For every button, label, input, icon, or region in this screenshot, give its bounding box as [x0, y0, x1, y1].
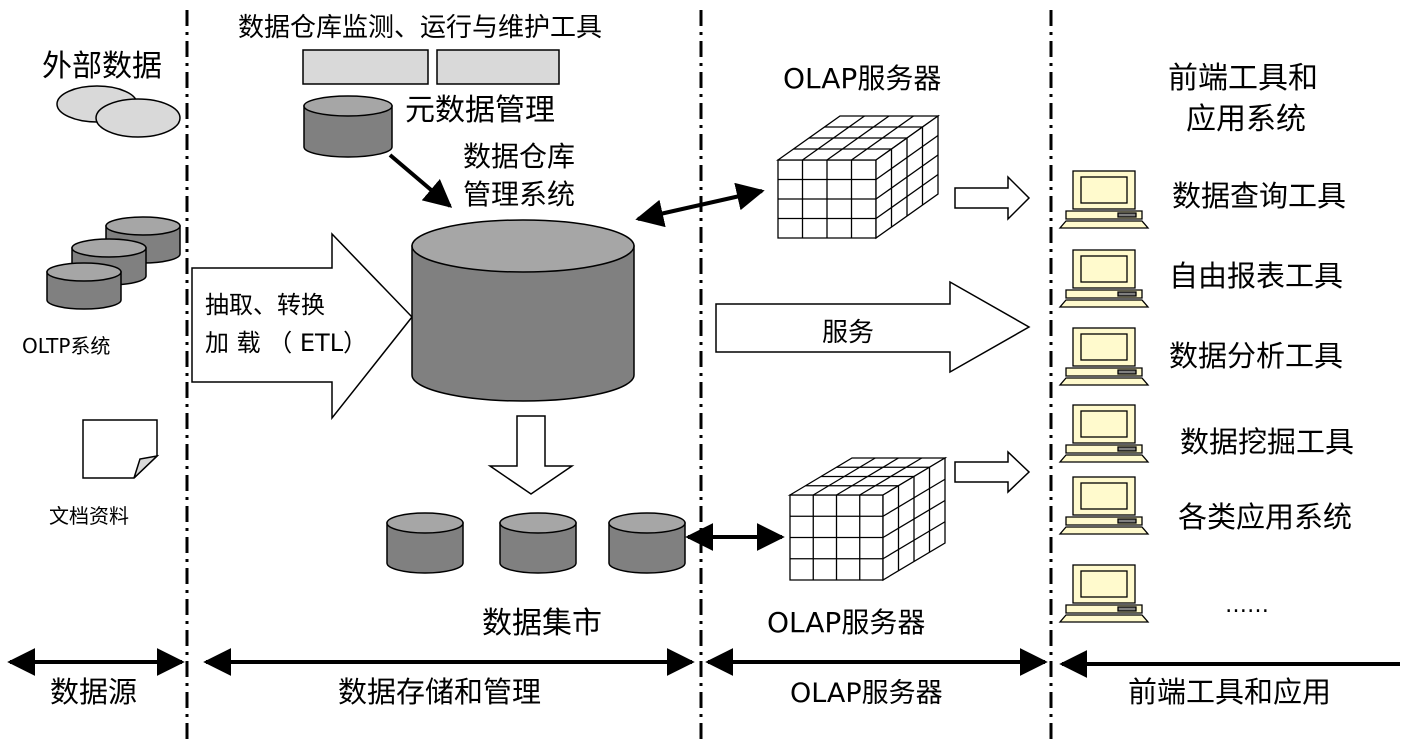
- etl-line2: 加 载 （ ETL）: [205, 329, 367, 357]
- olap-to-query-arrow-icon: [954, 175, 1031, 221]
- dw-to-mart-arrow-icon: [487, 415, 575, 495]
- service-arrow-icon: [715, 280, 1031, 374]
- metadata-to-dw-arrow: [388, 153, 453, 208]
- data-warehouse-cylinder-icon: [411, 219, 635, 402]
- tool-label-apps: 各类应用系统: [1178, 500, 1352, 534]
- olap-server-top-label: OLAP服务器: [783, 62, 941, 95]
- service-label: 服务: [822, 318, 874, 348]
- olap-cube-top-icon: [775, 114, 941, 240]
- monitor-bar-1: [302, 49, 429, 85]
- bottom-label-source: 数据源: [50, 675, 137, 709]
- bottom-label-storage: 数据存储和管理: [338, 675, 541, 709]
- computer-icons: [1058, 170, 1150, 623]
- computer-icon-more: [1058, 564, 1150, 623]
- etl-line1: 抽取、转换: [205, 291, 325, 319]
- monitor-bar-2: [436, 49, 560, 85]
- computer-icon-analysis: [1058, 327, 1150, 386]
- olap-server-bottom-label: OLAP服务器: [767, 606, 925, 639]
- data-mart-cylinders-icon: [386, 512, 686, 574]
- olap-cube-bottom-icon: [787, 456, 948, 582]
- metadata-cylinder-icon: [303, 95, 393, 158]
- dw-olap-top-arrow: [635, 182, 765, 228]
- data-mart-cylinder-1: [386, 512, 464, 574]
- frontend-title-line1: 前端工具和: [1168, 61, 1318, 96]
- monitor-tools-label: 数据仓库监测、运行与维护工具: [238, 13, 602, 43]
- olap-to-mining-arrow-icon: [954, 450, 1031, 494]
- dw-mgmt-line2: 管理系统: [463, 178, 575, 211]
- tool-label-query: 数据查询工具: [1172, 179, 1346, 213]
- computer-icon-report: [1058, 249, 1150, 308]
- data-mart-label: 数据集市: [482, 606, 602, 641]
- metadata-label: 元数据管理: [405, 93, 555, 128]
- computer-icon-mining: [1058, 404, 1150, 463]
- dw-mgmt-line1: 数据仓库: [463, 140, 575, 173]
- tool-label-analysis: 数据分析工具: [1169, 339, 1343, 373]
- frontend-title-line2: 应用系统: [1186, 102, 1306, 137]
- computer-icon-query: [1058, 170, 1150, 229]
- oltp-cylinder-3: [46, 262, 122, 310]
- computer-icon-apps: [1058, 476, 1150, 535]
- tool-label-mining: 数据挖掘工具: [1180, 425, 1354, 459]
- monitor-tool-bars: [302, 49, 560, 85]
- docs-label: 文档资料: [49, 504, 129, 528]
- tool-label-report: 自由报表工具: [1169, 259, 1343, 293]
- external-data-ellipses-icon: [56, 85, 181, 138]
- bottom-label-frontend: 前端工具和应用: [1128, 675, 1331, 709]
- document-icon: [82, 419, 160, 479]
- data-mart-cylinder-3: [608, 512, 686, 574]
- oltp-label: OLTP系统: [22, 334, 110, 358]
- bottom-label-olap: OLAP服务器: [790, 678, 943, 709]
- span-arrows: [7, 648, 1400, 678]
- data-mart-cylinder-2: [499, 512, 577, 574]
- tool-label-more: ……: [1225, 593, 1269, 618]
- column-separators: [185, 10, 1053, 745]
- external-data-label: 外部数据: [42, 49, 162, 84]
- etl-arrow-icon: [191, 232, 413, 421]
- oltp-cylinders-icon: [46, 216, 181, 310]
